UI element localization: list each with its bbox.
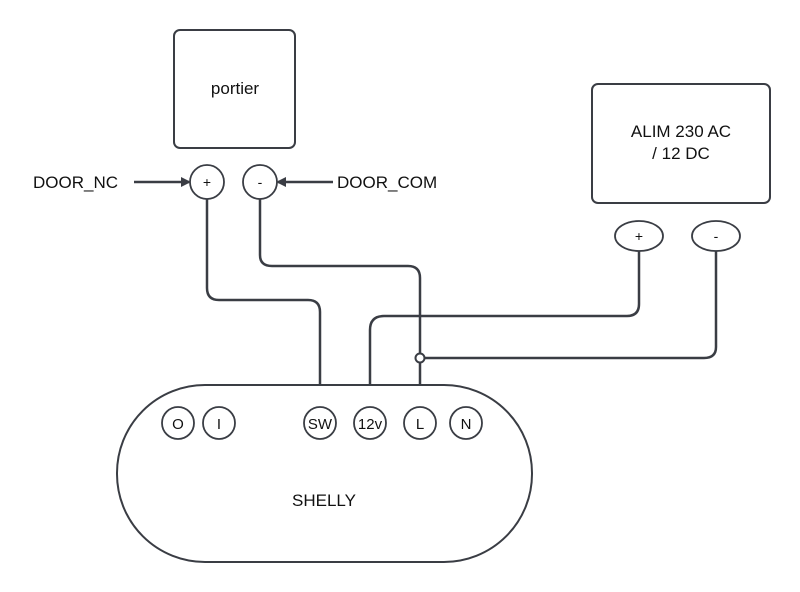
wire-portier-plus-to-sw — [205, 198, 325, 407]
door-com-label: DOOR_COM — [337, 173, 437, 192]
svg-text:O: O — [172, 416, 184, 433]
wire-alim-minus-to-l — [424, 251, 718, 360]
portier-terminal-plus: + — [189, 164, 225, 200]
svg-text:I: I — [217, 416, 221, 433]
alim-label-line1: ALIM 230 AC — [631, 122, 731, 141]
portier-label: portier — [211, 79, 260, 98]
alim-box: ALIM 230 AC / 12 DC — [591, 83, 771, 204]
alim-terminal-plus: + — [614, 220, 664, 252]
svg-text:N: N — [461, 416, 472, 433]
svg-text:SW: SW — [308, 416, 333, 433]
shelly-label: SHELLY — [292, 491, 356, 510]
shelly-terminal-12v: 12v — [353, 406, 387, 440]
svg-text:-: - — [714, 228, 719, 244]
wires — [134, 177, 718, 407]
svg-text:-: - — [258, 174, 263, 190]
shelly-terminal-l: L — [403, 406, 437, 440]
shelly-terminal-i: I — [202, 406, 236, 440]
portier-box: portier — [173, 29, 296, 149]
alim-label-line2: / 12 DC — [652, 144, 710, 163]
wire-alim-plus-to-12v — [365, 251, 641, 407]
shelly-terminal-n: N — [449, 406, 483, 440]
svg-text:L: L — [416, 416, 424, 433]
alim-terminal-minus: - — [691, 220, 741, 252]
svg-text:+: + — [635, 228, 643, 244]
svg-text:12v: 12v — [358, 416, 383, 433]
shelly-terminal-o: O — [161, 406, 195, 440]
shelly-terminal-sw: SW — [303, 406, 337, 440]
wire-portier-minus-to-l — [258, 198, 425, 407]
shelly-device: SHELLY O I SW 12v L N — [116, 384, 533, 563]
junction-node — [414, 352, 426, 364]
door-nc-label: DOOR_NC — [33, 173, 118, 192]
portier-terminal-minus: - — [242, 164, 278, 200]
svg-text:+: + — [203, 174, 211, 190]
